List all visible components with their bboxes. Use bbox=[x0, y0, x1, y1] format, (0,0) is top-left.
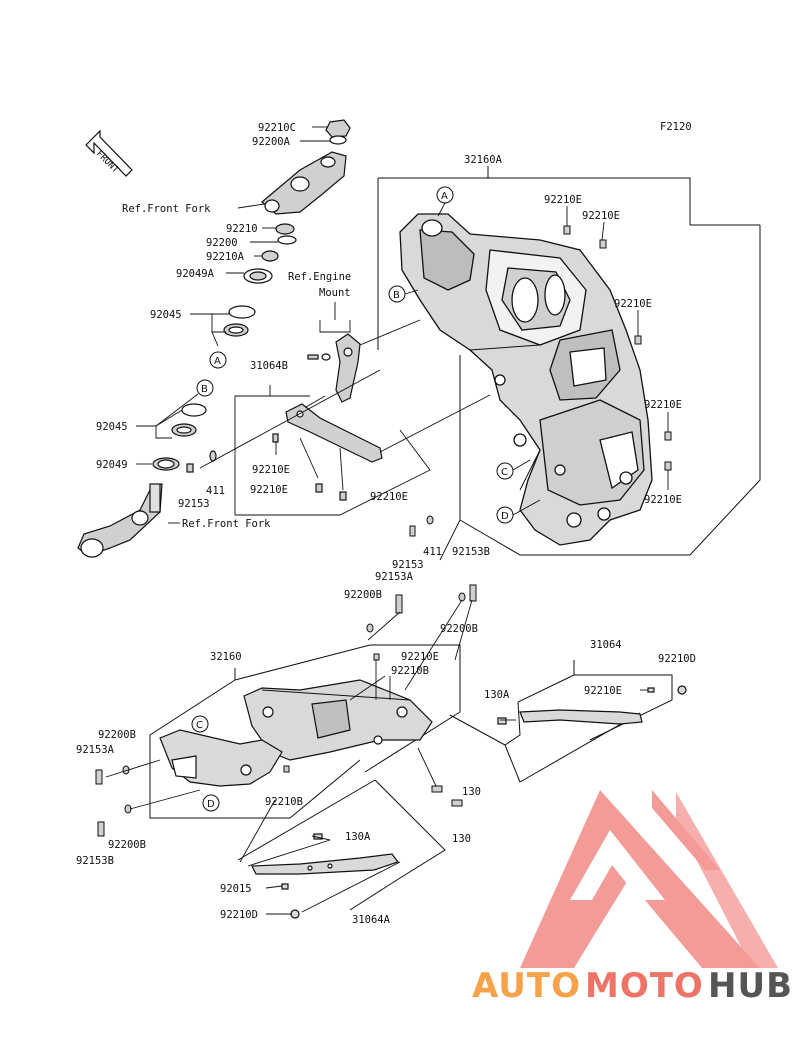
part-label: 130 bbox=[452, 833, 471, 845]
automotohub-logo bbox=[520, 790, 778, 968]
svg-text:AUTO: AUTO bbox=[472, 966, 581, 1006]
mount-lines bbox=[199, 319, 491, 491]
main-frame-box bbox=[377, 166, 761, 556]
diagram-code: F2120 bbox=[660, 121, 692, 133]
part-label: 31064 bbox=[590, 639, 622, 651]
callout-circles bbox=[191, 186, 514, 812]
part-label: 92200B bbox=[98, 729, 136, 741]
part-label: 92210 bbox=[226, 223, 258, 235]
main-frame bbox=[399, 213, 653, 546]
part-label: 92153 bbox=[392, 559, 424, 571]
part-label: 92210E bbox=[544, 194, 582, 206]
rear-bars bbox=[251, 685, 687, 919]
ref-label: Ref.Front Fork bbox=[122, 203, 211, 215]
part-label: 130 bbox=[462, 786, 481, 798]
part-label: 31064A bbox=[352, 914, 391, 926]
part-label: 92200B bbox=[108, 839, 146, 851]
part-label: 92210B bbox=[265, 796, 303, 808]
svg-text:MOTO: MOTO bbox=[585, 966, 704, 1006]
part-label: 92210E bbox=[584, 685, 622, 697]
part-label: 92210E bbox=[644, 399, 682, 411]
part-label: 92200B bbox=[344, 589, 382, 601]
ref-label: Ref.Front Fork bbox=[182, 518, 271, 530]
svg-text:A: A bbox=[441, 191, 448, 202]
svg-text:A: A bbox=[214, 356, 221, 367]
svg-text:B: B bbox=[393, 290, 400, 301]
front-arrow-icon: FRONT bbox=[85, 129, 133, 177]
part-label: 92153A bbox=[375, 571, 414, 583]
part-label: 92200 bbox=[206, 237, 238, 249]
part-label: 92049 bbox=[96, 459, 128, 471]
svg-text:C: C bbox=[501, 467, 508, 478]
part-label: 92049A bbox=[176, 268, 215, 280]
part-label: 130A bbox=[345, 831, 371, 843]
part-labels: 92210C 92200A Ref.Front Fork 92210 92200… bbox=[76, 122, 696, 926]
part-label: 92210D bbox=[658, 653, 696, 665]
part-label: 92153B bbox=[76, 855, 114, 867]
frame-fasteners bbox=[563, 225, 672, 471]
callout-letters: A B C D A B C D bbox=[196, 191, 509, 810]
ref-label: Mount bbox=[319, 287, 351, 299]
part-label: 92210D bbox=[220, 909, 258, 921]
part-label: 411 bbox=[206, 485, 225, 497]
leader-lines bbox=[136, 126, 431, 524]
automotohub-wordmark: AUTO MOTO HUB bbox=[472, 966, 793, 1006]
part-label: 130A bbox=[484, 689, 510, 701]
part-label: 92210E bbox=[644, 494, 682, 506]
subframe-lines bbox=[105, 519, 648, 915]
part-label: 92200B bbox=[440, 623, 478, 635]
svg-text:D: D bbox=[501, 511, 509, 522]
part-label: 92210E bbox=[250, 484, 288, 496]
part-label: 92045 bbox=[96, 421, 128, 433]
part-label: 92210E bbox=[614, 298, 652, 310]
part-label: 92210A bbox=[206, 251, 245, 263]
part-label: 92153 bbox=[178, 498, 210, 510]
steering-stem-parts bbox=[77, 119, 351, 558]
part-label: 31064B bbox=[250, 360, 288, 372]
subframe-fasteners bbox=[95, 515, 477, 837]
part-label: 92210C bbox=[258, 122, 296, 134]
part-label: 92153B bbox=[452, 546, 490, 558]
part-label: 92045 bbox=[150, 309, 182, 321]
svg-text:HUB: HUB bbox=[708, 966, 793, 1006]
frame-leader-lines bbox=[404, 202, 669, 516]
part-label: 92210E bbox=[401, 651, 439, 663]
part-label: 92210E bbox=[582, 210, 620, 222]
part-label: 92200A bbox=[252, 136, 291, 148]
part-label: 92210E bbox=[370, 491, 408, 503]
part-label: 32160 bbox=[210, 651, 242, 663]
svg-text:B: B bbox=[201, 384, 208, 395]
part-label: 92210E bbox=[252, 464, 290, 476]
part-label: 92015 bbox=[220, 883, 252, 895]
part-label: 92153A bbox=[76, 744, 115, 756]
part-label: 92210B bbox=[391, 665, 429, 677]
ref-label: Ref.Engine bbox=[288, 271, 351, 283]
engine-mount-bracket bbox=[186, 333, 383, 501]
svg-text:D: D bbox=[207, 799, 215, 810]
part-label: 32160A bbox=[464, 154, 503, 166]
sub-frame bbox=[159, 679, 433, 787]
svg-text:C: C bbox=[196, 720, 203, 731]
part-label: 411 bbox=[423, 546, 442, 558]
